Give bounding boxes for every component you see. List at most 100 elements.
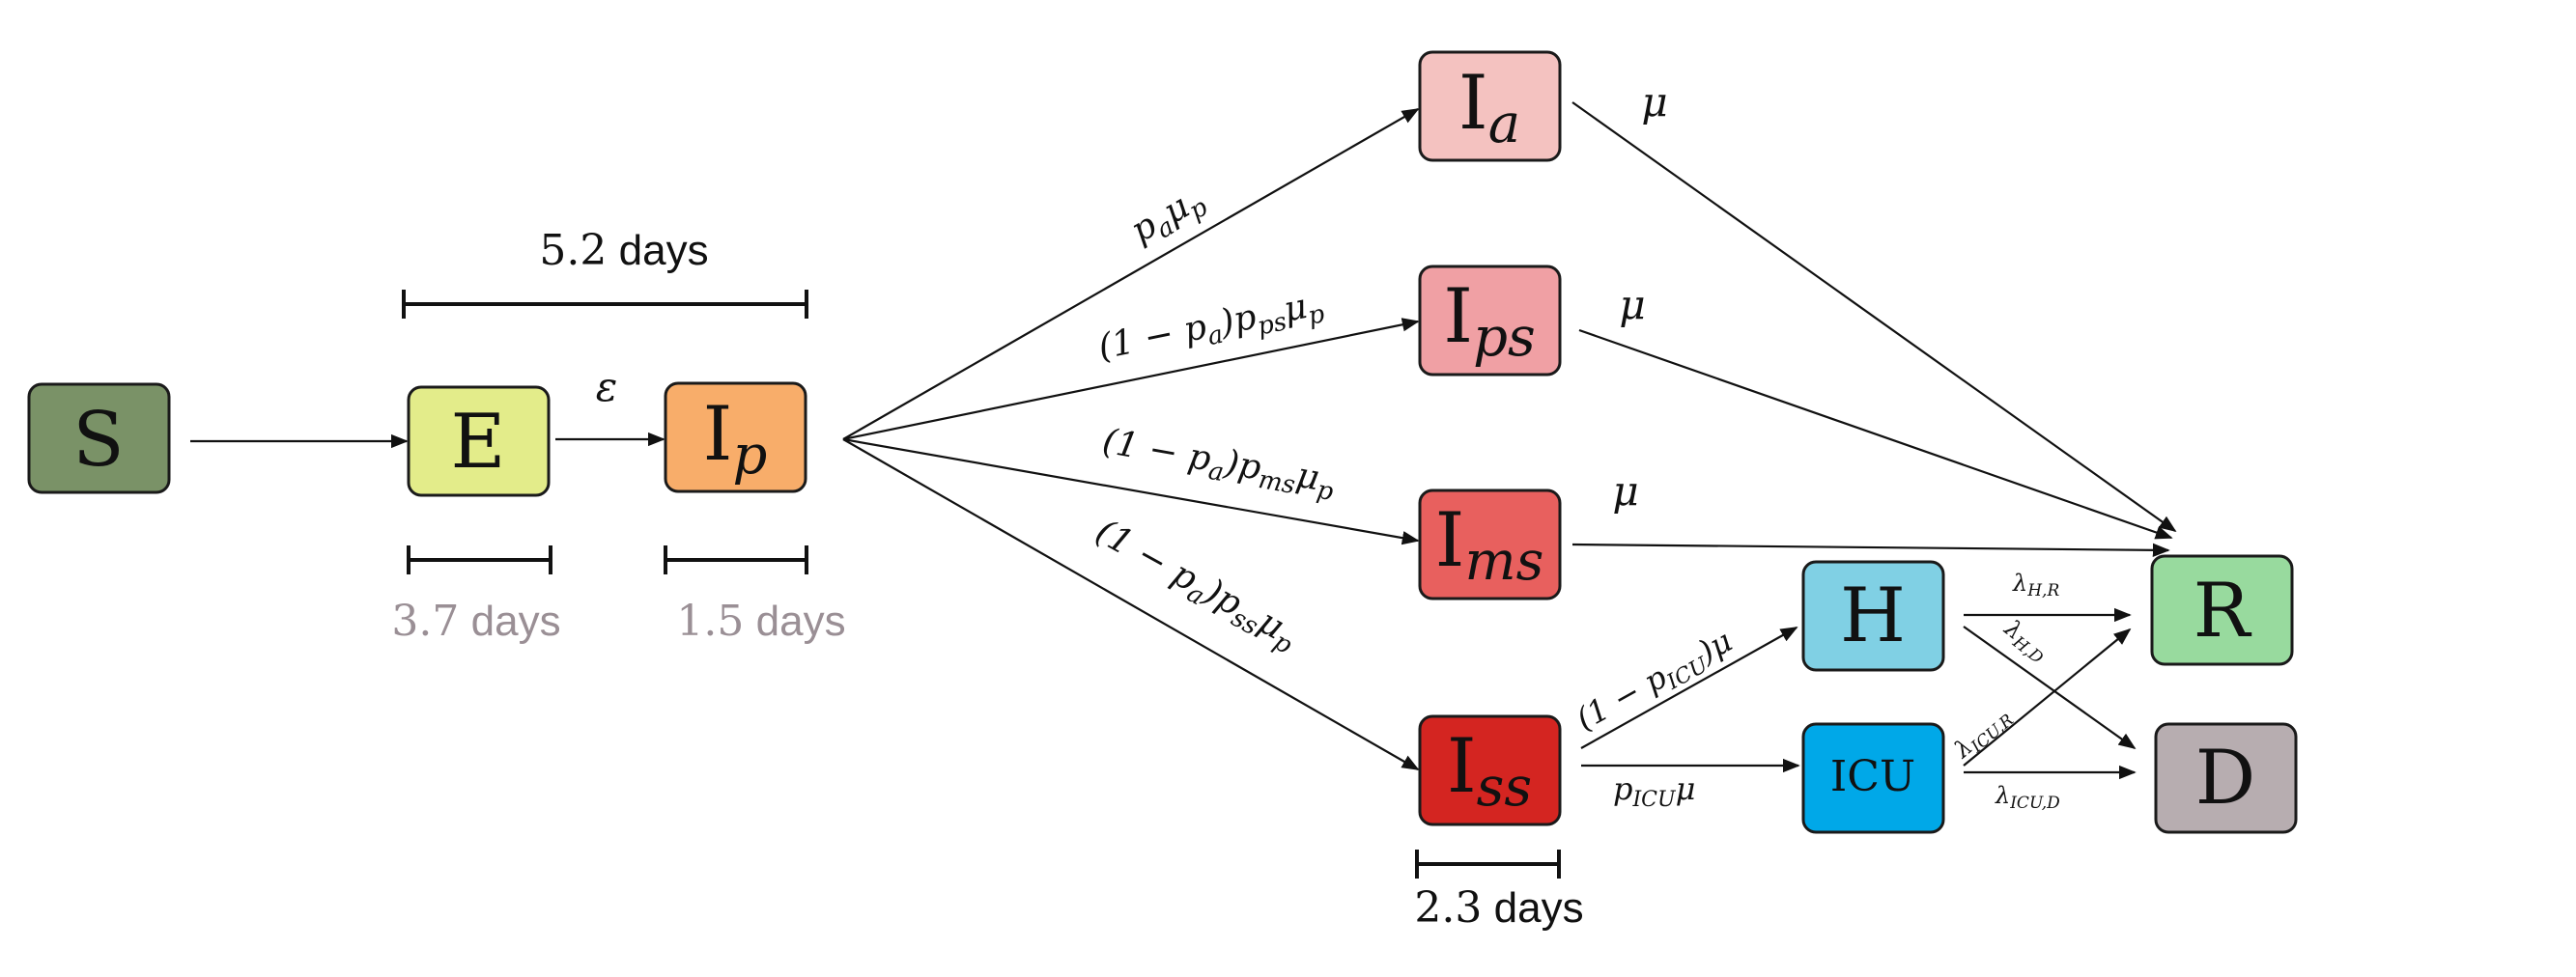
label-lam-HR-main: λ <box>2012 570 2027 597</box>
node-Ims-box <box>1418 488 1562 600</box>
label-mu-ms: μ <box>1612 467 1638 515</box>
duration-Ip: 1.5 days <box>664 545 846 646</box>
bracket-incubation <box>402 290 808 319</box>
node-Ips: Ips <box>1418 265 1562 377</box>
label-ps-mid: )p <box>1216 297 1260 344</box>
duration-Ip-label: 1.5 days <box>676 597 845 646</box>
edge-Ip-Ia <box>842 108 1420 440</box>
duration-E: 3.7 days <box>391 545 561 646</box>
node-ICU: ICU <box>1801 722 1945 834</box>
duration-Iss: 2.3 days <box>1414 850 1584 933</box>
duration-incubation-num: 5.2 <box>539 226 607 275</box>
node-Ims-sub: ms <box>1464 530 1543 593</box>
label-ms-pre: (1 − p <box>1099 421 1213 479</box>
edge-H-D <box>1963 626 2137 750</box>
node-Ia-label: Ia <box>1458 60 1520 155</box>
label-ps: (1 − pa)ppsμp <box>1095 284 1328 374</box>
edge-Ia-R <box>1571 101 2177 533</box>
node-E: E <box>407 385 551 497</box>
label-to-ICU-pre: p <box>1613 770 1632 807</box>
node-Iss-box <box>1418 714 1562 826</box>
node-Ip-main: I <box>703 391 733 478</box>
label-ms-mid: )p <box>1221 443 1264 488</box>
label-to-ICU-post: μ <box>1676 770 1696 807</box>
label-lam-HD: λH,D <box>1996 614 2053 668</box>
label-ms-presub: a <box>1206 457 1226 488</box>
node-Ia-box <box>1418 50 1562 162</box>
label-ss: (1 − pa)pssμp <box>1087 512 1305 660</box>
node-S: S <box>27 382 171 494</box>
bracket-E <box>407 545 552 574</box>
node-H: H <box>1801 560 1945 672</box>
node-Ia-main: I <box>1458 60 1488 147</box>
node-R-label: R <box>2194 568 2252 655</box>
label-lam-HR-sub: H,R <box>2026 581 2059 600</box>
node-Ip: Ip <box>664 381 807 493</box>
duration-Iss-num: 2.3 <box>1414 883 1482 933</box>
label-ps-presub: a <box>1205 321 1226 351</box>
node-Ia: Ia <box>1418 50 1562 162</box>
label-to-ICU: pICUμ <box>1613 770 1695 812</box>
label-lam-ICUR-sub: ICU,R <box>1967 711 2018 758</box>
node-Ims: Ims <box>1418 488 1562 600</box>
duration-E-unit: days <box>459 598 560 645</box>
node-E-label: E <box>451 399 506 486</box>
node-Iss: Iss <box>1418 714 1562 826</box>
edge-Ip-Ims <box>842 437 1420 545</box>
duration-incubation-label: 5.2 days <box>539 226 708 275</box>
label-lam-ICUD-sub: ICU,D <box>2009 794 2060 813</box>
node-D: D <box>2154 722 2298 834</box>
node-Ips-label: Ips <box>1443 273 1535 369</box>
node-Ip-box <box>664 381 807 493</box>
duration-E-label: 3.7 days <box>391 597 560 646</box>
label-lam-ICUD-main: λ <box>1995 782 2010 809</box>
label-ps-pre: (1 − p <box>1095 307 1210 368</box>
node-S-label: S <box>72 397 124 484</box>
node-ICU-label: ICU <box>1830 752 1915 801</box>
label-ps-endsub: p <box>1306 299 1328 331</box>
node-Ims-main: I <box>1435 497 1465 584</box>
label-ms-midsub: ms <box>1257 465 1298 500</box>
label-lam-ICUD: λICU,D <box>1995 782 2060 813</box>
node-D-label: D <box>2195 735 2256 822</box>
duration-incubation-unit: days <box>607 227 708 274</box>
label-ps-midsub: ps <box>1255 307 1288 341</box>
duration-incubation: 5.2 days <box>402 226 808 319</box>
node-ICU-box <box>1801 722 1945 834</box>
node-D-box <box>2154 722 2298 834</box>
node-Ip-label: Ip <box>703 391 768 487</box>
label-to-H: (1 − pICU)μ <box>1570 623 1740 742</box>
edge-Ims-R <box>1571 543 2170 558</box>
duration-Ip-num: 1.5 <box>676 597 744 646</box>
label-mu-ps: μ <box>1619 281 1645 328</box>
node-H-box <box>1801 560 1945 672</box>
node-E-box <box>407 385 551 497</box>
label-ms-endsub: p <box>1315 476 1336 507</box>
duration-Ip-unit: days <box>744 598 845 645</box>
node-Iss-main: I <box>1447 723 1477 810</box>
edge-Ips-R <box>1578 328 2173 540</box>
edge-Ip-Iss <box>842 438 1420 770</box>
label-ss-pre: (1 − p <box>1090 512 1204 600</box>
bracket-Ip <box>664 545 808 574</box>
node-R-box <box>2150 554 2294 666</box>
node-H-label: H <box>1840 572 1906 659</box>
label-ms: (1 − pa)pmsμp <box>1098 421 1339 507</box>
label-lam-ICUR: λICU,R <box>1948 702 2018 768</box>
edges <box>190 101 2177 780</box>
node-Ip-sub: p <box>732 424 767 487</box>
node-Ims-label: Ims <box>1435 497 1544 593</box>
node-S-box <box>27 382 171 494</box>
duration-E-num: 3.7 <box>391 597 459 646</box>
label-lam-HR: λH,R <box>2012 570 2059 600</box>
node-Ips-box <box>1418 265 1562 377</box>
node-Ips-sub: ps <box>1473 306 1536 369</box>
edge-ICU-R <box>1963 628 2132 767</box>
label-mu-a: μ <box>1641 78 1667 126</box>
node-Iss-sub: ss <box>1477 756 1532 819</box>
node-Ips-main: I <box>1443 273 1473 360</box>
label-epsilon: ε <box>596 363 618 410</box>
node-Iss-label: Iss <box>1447 723 1532 819</box>
label-pa-mup: paμp <box>1124 179 1213 256</box>
